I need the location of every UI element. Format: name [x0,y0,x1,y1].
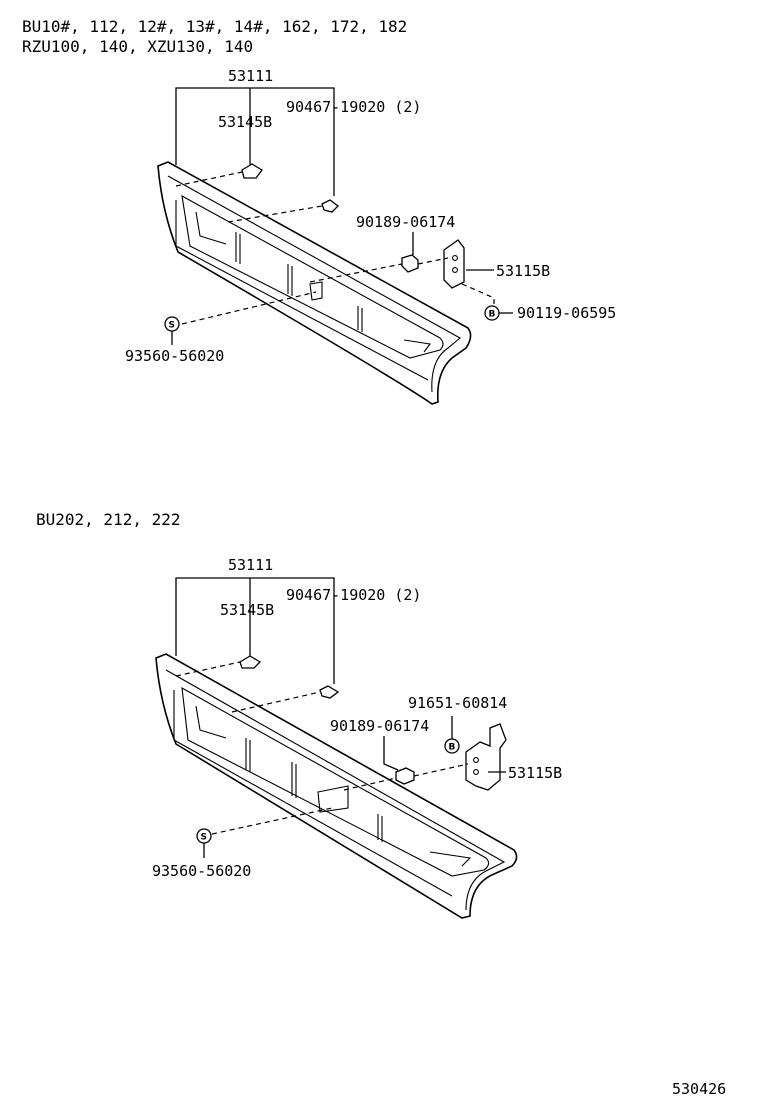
label-screw-90467: 90467-19020 (2) [286,98,421,116]
diagram-1: BU10#, 112, 12#, 13#, 14#, 162, 172, 182… [22,17,616,405]
svg-text:B: B [449,743,456,753]
bracket-53145b-clip [239,655,262,669]
label-bracket-53115b: 53115B [496,262,550,280]
figure-number: 530426 [672,1080,726,1098]
svg-text:B: B [489,310,496,320]
bracket-53115b [443,239,465,289]
label-bolt-90119: 90119-06595 [517,304,616,322]
label-screw-93560: 93560-56020 [152,862,251,880]
label-screw-93560: 93560-56020 [125,347,224,365]
label-grille-53111: 53111 [228,67,273,85]
applicability-line-1: BU202, 212, 222 [36,510,181,529]
label-retainer-90189: 90189-06174 [330,717,429,735]
applicability-line-1: BU10#, 112, 12#, 13#, 14#, 162, 172, 182 [22,17,407,36]
screw-clip [321,199,339,213]
applicability-line-2: RZU100, 140, XZU130, 140 [22,37,253,56]
bracket-53145b-clip [241,163,263,179]
svg-text:S: S [201,833,207,843]
label-grille-53111: 53111 [228,556,273,574]
bracket-53115b [465,723,507,791]
retainer-90189 [395,767,415,785]
screw-clip [319,685,340,699]
label-bracket-53115b: 53115B [508,764,562,782]
label-nut-91651: 91651-60814 [408,694,507,712]
retainer-90189 [401,254,419,273]
label-retainer-90189: 90189-06174 [356,213,455,231]
radiator-grille-2 [155,653,518,919]
diagram-2: BU202, 212, 222 B [36,510,562,919]
radiator-grille-1 [157,161,472,405]
label-screw-90467: 90467-19020 (2) [286,586,421,604]
label-bracket-53145b: 53145B [220,601,274,619]
label-bracket-53145b: 53145B [218,113,272,131]
svg-text:S: S [169,321,175,331]
